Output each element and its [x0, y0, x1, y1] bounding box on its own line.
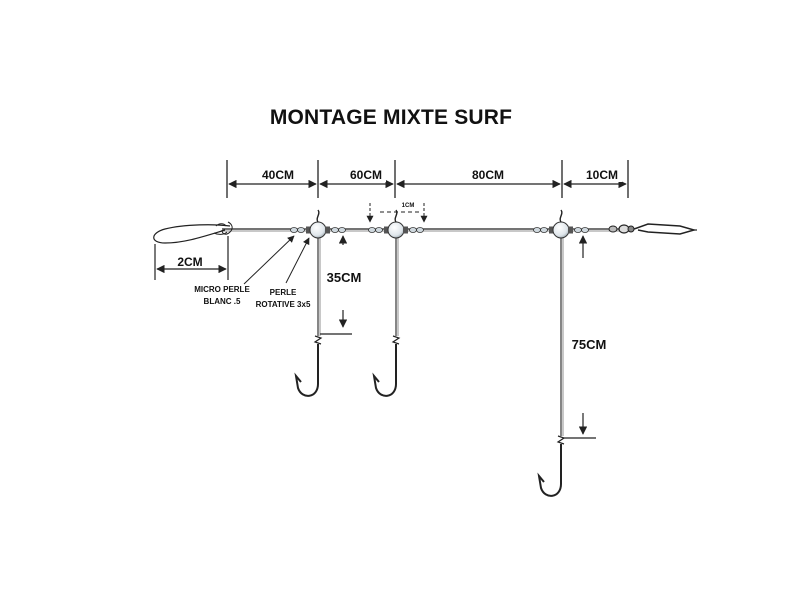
bead-station-3: [533, 209, 589, 239]
dim-75-label: 75CM: [572, 337, 607, 352]
perle-rotative-label-line2: ROTATIVE 3x5: [256, 300, 311, 309]
dim-1-marker: [366, 203, 428, 223]
perle-rotative-label-line1: PERLE: [270, 288, 297, 297]
bead-station-2: [368, 209, 424, 239]
dim-10-label: 10CM: [586, 168, 618, 182]
dim-1-label: 1CM: [402, 203, 415, 209]
dim-35-label: 35CM: [327, 270, 362, 285]
dim-80-label: 80CM: [472, 168, 504, 182]
micro-perle-label-line2: BLANC .5: [204, 297, 241, 306]
callout-perle-rotative: [285, 237, 310, 284]
dim-35-arrow: [320, 235, 352, 335]
dim-2-arrow: [154, 236, 229, 280]
dim-40-label: 40CM: [262, 168, 294, 182]
branch-1: [294, 238, 323, 397]
dim-60-label: 60CM: [350, 168, 382, 182]
dim-2-label: 2CM: [177, 255, 202, 269]
callout-micro-perle: [243, 235, 295, 285]
dim-75-arrow: [563, 235, 596, 439]
branch-3: [537, 238, 566, 497]
micro-perle-label-line1: MICRO PERLE: [194, 285, 250, 294]
branch-2: [372, 238, 401, 397]
end-loop: [153, 221, 233, 244]
dimension-extension-lines: [226, 160, 629, 198]
diagram-title: MONTAGE MIXTE SURF: [269, 106, 513, 129]
snap-swivel: [608, 223, 697, 235]
bead-station-1: [290, 209, 346, 239]
